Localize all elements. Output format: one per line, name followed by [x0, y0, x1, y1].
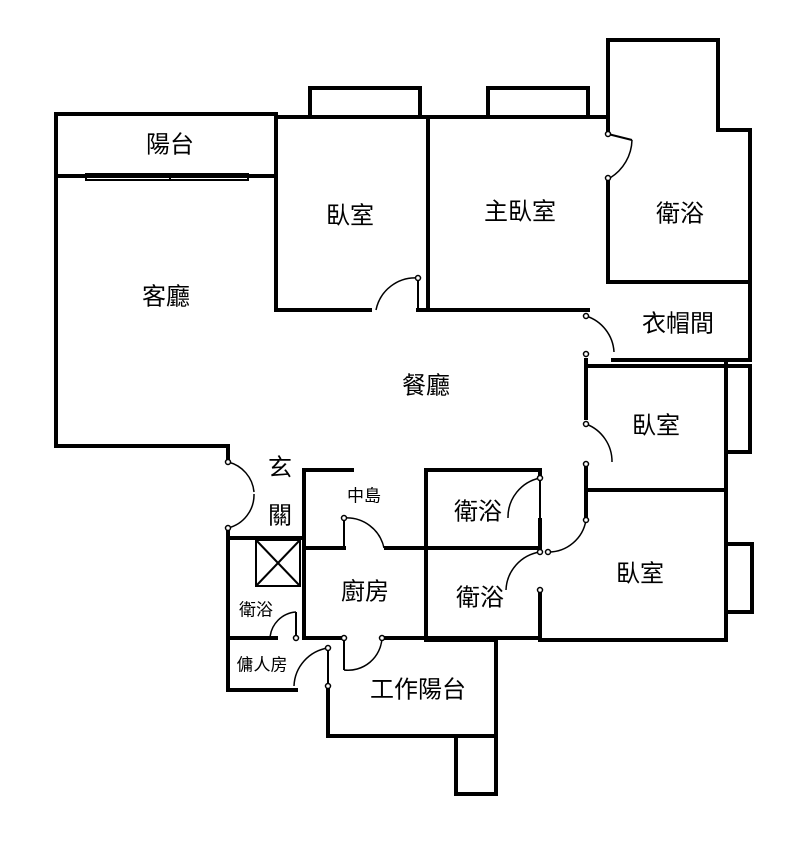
- label-maid-bath: 衛浴: [239, 601, 273, 620]
- door-service-balcony[interactable]: [340, 634, 386, 671]
- door-entrance[interactable]: [224, 458, 255, 532]
- label-dining-room: 餐廳: [402, 373, 450, 400]
- label-entrance-bottom: 關: [268, 503, 292, 530]
- label-bath-center-1: 衛浴: [454, 499, 502, 526]
- balcony-sliding-door: [85, 173, 249, 181]
- label-living-room: 客廳: [142, 284, 190, 311]
- walls: [54, 38, 754, 796]
- doors: [224, 130, 633, 690]
- door-kitchen[interactable]: [340, 514, 385, 549]
- label-master-bedroom: 主臥室: [484, 199, 556, 226]
- label-balcony: 陽台: [146, 132, 194, 159]
- label-bath-center-2: 衛浴: [456, 585, 504, 612]
- door-bath-center-2[interactable]: [505, 548, 544, 594]
- label-bedroom-2: 臥室: [632, 413, 680, 440]
- door-maid-bath[interactable]: [269, 611, 300, 642]
- door-bedroom-2[interactable]: [582, 420, 613, 468]
- door-bath-center-1[interactable]: [507, 474, 544, 519]
- label-bedroom-1: 臥室: [326, 203, 374, 230]
- label-service-balcony: 工作陽台: [370, 677, 466, 704]
- door-bedroom-1[interactable]: [375, 274, 422, 311]
- label-kitchen-island: 中島: [347, 487, 381, 506]
- room-labels: 陽台 客廳 臥室 主臥室 衛浴 衣帽間 餐廳 臥室 玄 關 中島 衛浴 衛浴 臥…: [142, 132, 714, 704]
- label-entrance-top: 玄: [268, 455, 292, 482]
- door-bedroom-3[interactable]: [544, 516, 590, 556]
- label-master-bath: 衛浴: [656, 201, 704, 228]
- door-closet[interactable]: [582, 312, 615, 358]
- duct-shaft-icon: [255, 539, 301, 587]
- door-master-bath[interactable]: [604, 130, 633, 182]
- label-bedroom-3: 臥室: [616, 561, 664, 588]
- door-maid-room[interactable]: [293, 644, 332, 690]
- label-kitchen: 廚房: [341, 579, 389, 606]
- label-maid-room: 傭人房: [237, 656, 288, 675]
- label-walk-in-closet: 衣帽間: [642, 311, 714, 338]
